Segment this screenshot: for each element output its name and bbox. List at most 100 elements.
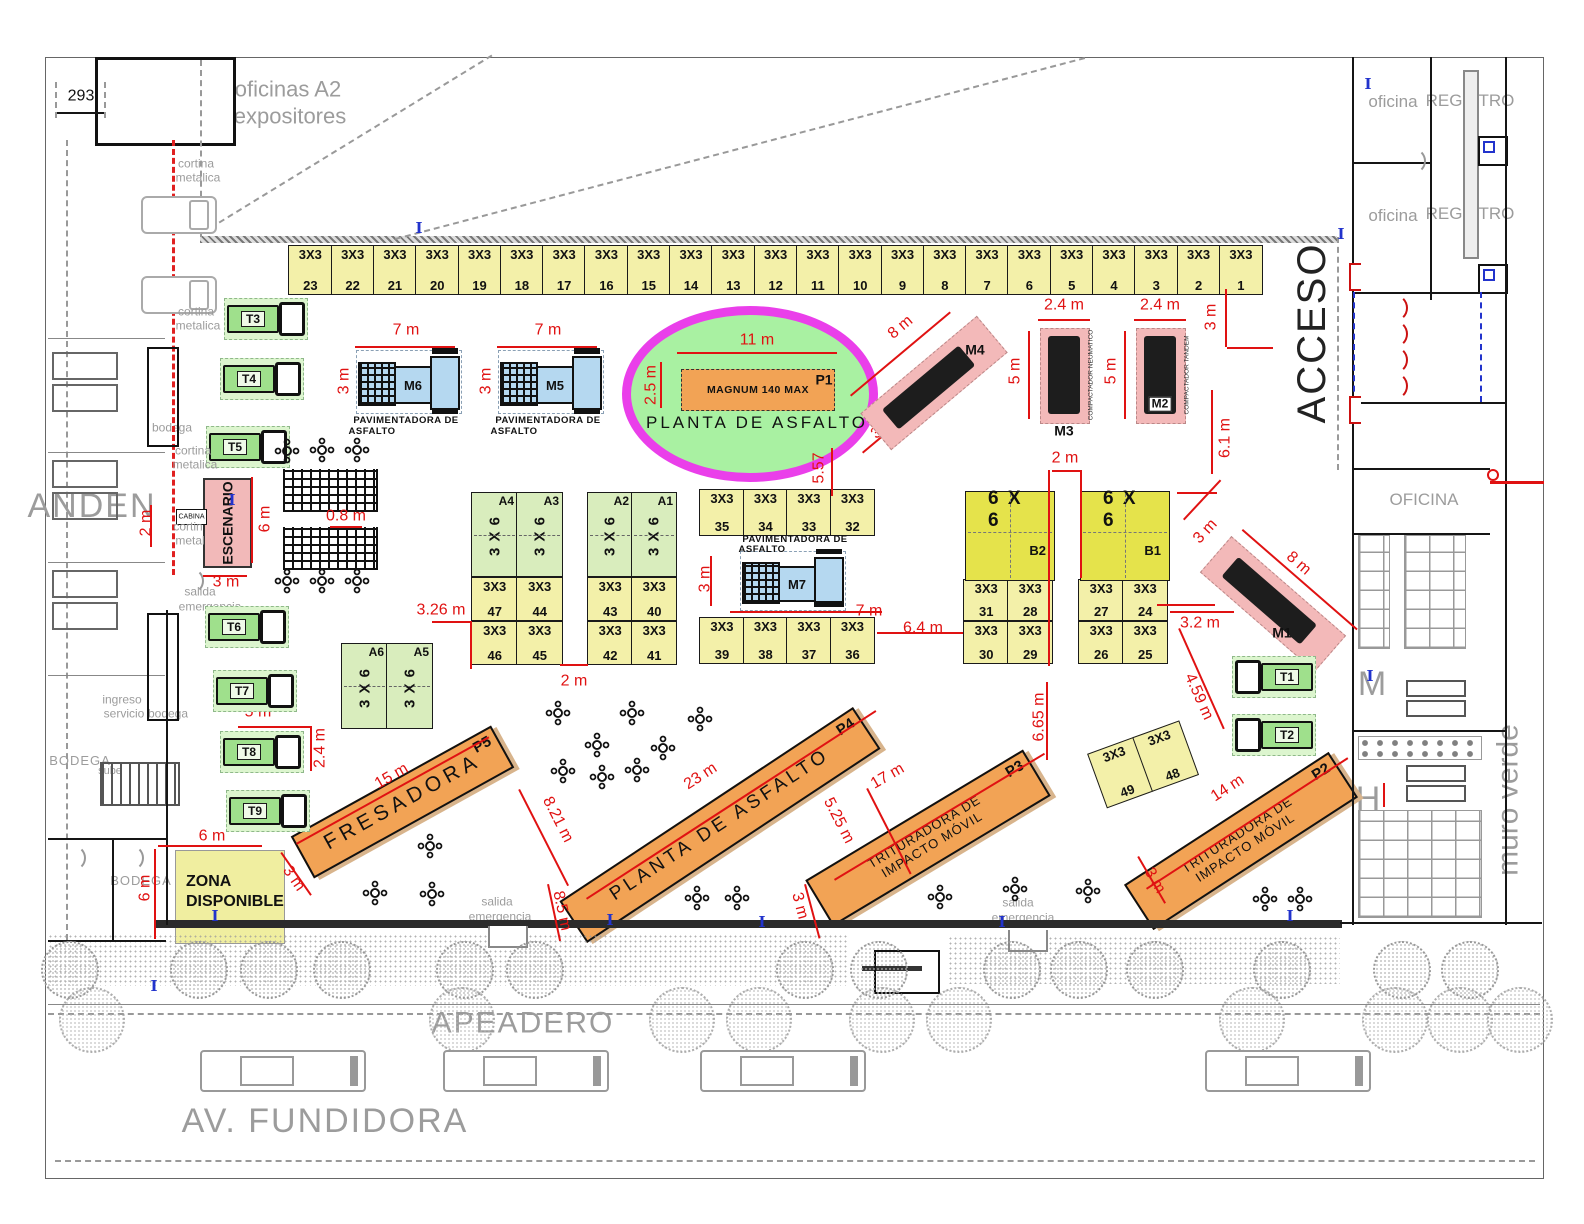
truck-t1[interactable]: T1 (1232, 656, 1316, 698)
door-arc-3 (1400, 148, 1426, 174)
m3-type-label: COMPACTADOR NEUMATICO (1087, 329, 1095, 421)
tree-top-9 (1050, 941, 1108, 999)
stairs[interactable] (100, 762, 180, 806)
parking-dash-line (48, 1013, 1540, 1015)
dim293-line (55, 112, 105, 114)
truck-t6[interactable]: T6 (205, 606, 289, 648)
acceso-blue-dash-1 (1480, 292, 1482, 402)
truck-t5[interactable]: T5 (206, 426, 290, 468)
dock-0 (52, 352, 118, 380)
registro-kiosk-2 (1478, 264, 1508, 294)
truck-t9[interactable]: T9 (226, 790, 310, 832)
wall-h-3 (1352, 468, 1490, 470)
dim-line-36 (1046, 682, 1048, 760)
truck-label-t3: T3 (240, 311, 265, 327)
tree-bottom-0 (59, 987, 125, 1053)
tree-bottom-5 (926, 987, 992, 1053)
paver-m5-body[interactable]: M5 (536, 366, 574, 404)
door-arc-0 (60, 845, 86, 871)
truck-label-t2: T2 (1274, 727, 1299, 743)
paver-m6-bar1 (432, 348, 458, 354)
acceso-blue-dash-0 (1353, 292, 1355, 402)
dimension-2.5m-6: 2.5 m (642, 364, 660, 406)
table-chairs-10 (650, 735, 676, 761)
truck-t8[interactable]: T8 (220, 731, 304, 773)
truck-t2[interactable]: T2 (1232, 714, 1316, 756)
tree-bottom-6 (1219, 987, 1285, 1053)
survey-tick-9: I (1364, 75, 1372, 93)
wall-h-6 (48, 838, 166, 840)
truck-t4[interactable]: T4 (220, 358, 304, 400)
dimension-3m-3: 3 m (335, 367, 353, 395)
paver-m6-bar2 (432, 408, 458, 414)
dim-line-28 (238, 726, 312, 728)
p1-magnum-machine[interactable]: MAGNUM 140 MAX (681, 369, 835, 411)
paver-m7-body[interactable]: M7 (778, 566, 816, 602)
truck-t7[interactable]: T7 (213, 670, 297, 712)
table-chairs-14 (417, 833, 443, 859)
paver-m6-body[interactable]: M6 (394, 366, 432, 404)
truck-t3[interactable]: T3 (224, 298, 308, 340)
table-chairs-19 (927, 884, 953, 910)
m7-caption-2: ASFALTO (738, 544, 786, 556)
dimension-293-0: 293 (67, 87, 95, 105)
